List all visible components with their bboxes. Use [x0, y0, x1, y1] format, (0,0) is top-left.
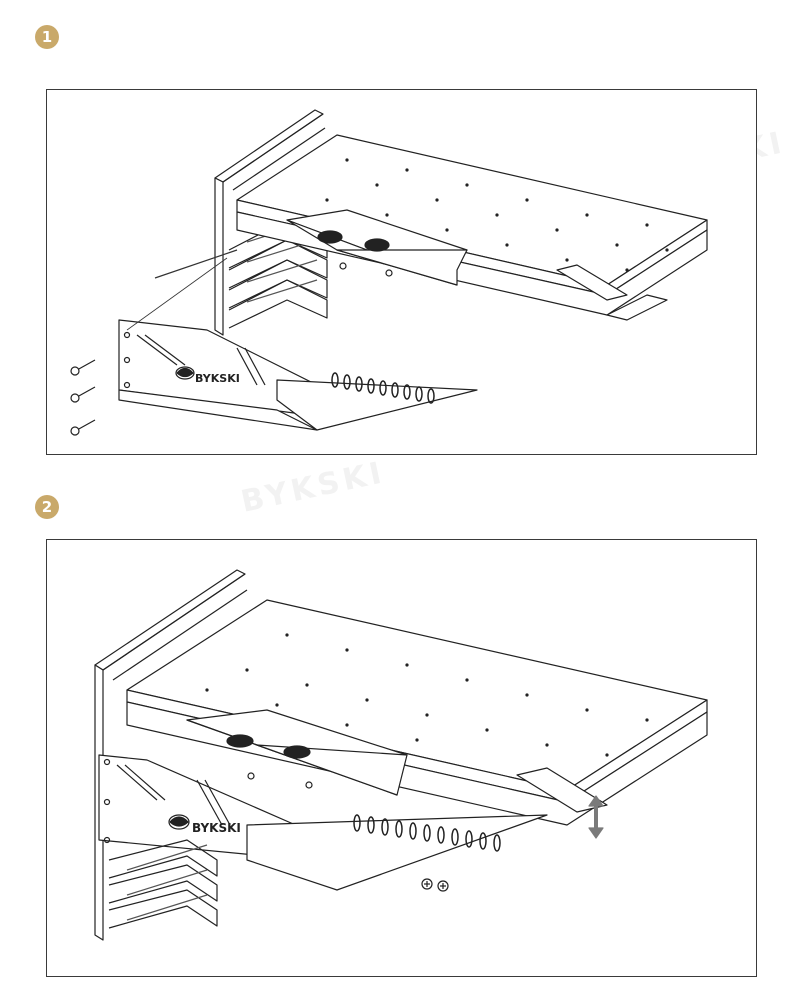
brand-logo-text: BYKSKI [192, 821, 241, 835]
vertical-mount-bracket: BYKSKI [118, 319, 478, 431]
adjust-arrow-icon [588, 795, 604, 839]
step-1-illustration: BYKSKI [46, 89, 757, 455]
vertical-mount-bracket: BYKSKI [98, 754, 548, 891]
screw-icon [70, 359, 96, 436]
water-block [186, 709, 408, 796]
water-block [286, 209, 468, 286]
step-number-badge: 2 [35, 495, 59, 519]
step-number-badge: 1 [35, 25, 59, 49]
brand-logo-text: BYKSKI [195, 372, 240, 385]
step-2-illustration: BYKSKI [46, 539, 757, 977]
slot-cover-teeth [108, 839, 218, 929]
logo-mark [168, 814, 190, 830]
screw-icon [421, 878, 449, 892]
logo-mark [175, 366, 195, 380]
watermark: BYKSKI [237, 455, 389, 520]
